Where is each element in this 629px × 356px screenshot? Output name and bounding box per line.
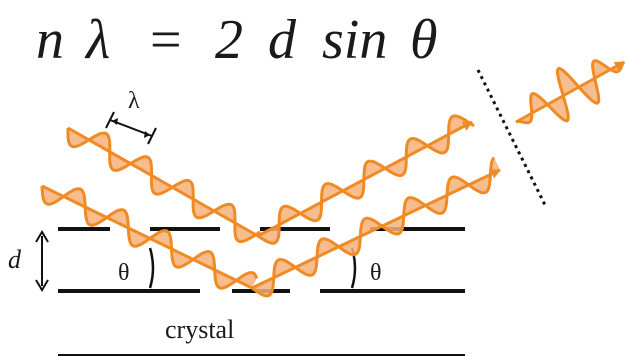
wavelength-label: λ	[128, 88, 140, 114]
upper-ray-incoming	[66, 128, 262, 244]
theta-right-label: θ	[370, 260, 382, 286]
crystal-label: crystal	[165, 315, 234, 344]
lower-ray-outgoing-fill	[252, 157, 500, 296]
theta-left-label: θ	[118, 260, 130, 286]
equation-d: d	[268, 9, 297, 71]
equation-equals: =	[150, 9, 182, 71]
lower-ray-incoming-axis	[41, 184, 253, 290]
equation-two: 2	[215, 9, 243, 71]
wavelength-marker	[105, 111, 157, 145]
detected-wave-packet	[515, 59, 626, 125]
equation-sin: sin	[322, 9, 387, 71]
angle-arc-left	[148, 247, 155, 289]
equation-lambda: λ	[84, 9, 110, 71]
upper-ray-outgoing-fill	[258, 115, 475, 244]
upper-ray-outgoing	[257, 114, 475, 245]
lower-ray-incoming	[40, 185, 259, 290]
upper-ray-outgoing-axis	[257, 120, 473, 238]
x-ray-waves	[40, 59, 626, 298]
equation-n: n	[36, 9, 64, 71]
upper-ray-incoming-axis	[67, 126, 259, 238]
bragg-equation: n λ = 2 d sin θ	[36, 9, 438, 71]
detected-wave-packet-axis	[515, 60, 625, 124]
equation-theta: θ	[410, 9, 438, 71]
spacing-d-arrow	[35, 230, 49, 292]
lower-ray-outgoing	[251, 156, 496, 298]
lower-ray-outgoing-axis	[251, 168, 501, 290]
spacing-d-label: d	[8, 245, 22, 274]
